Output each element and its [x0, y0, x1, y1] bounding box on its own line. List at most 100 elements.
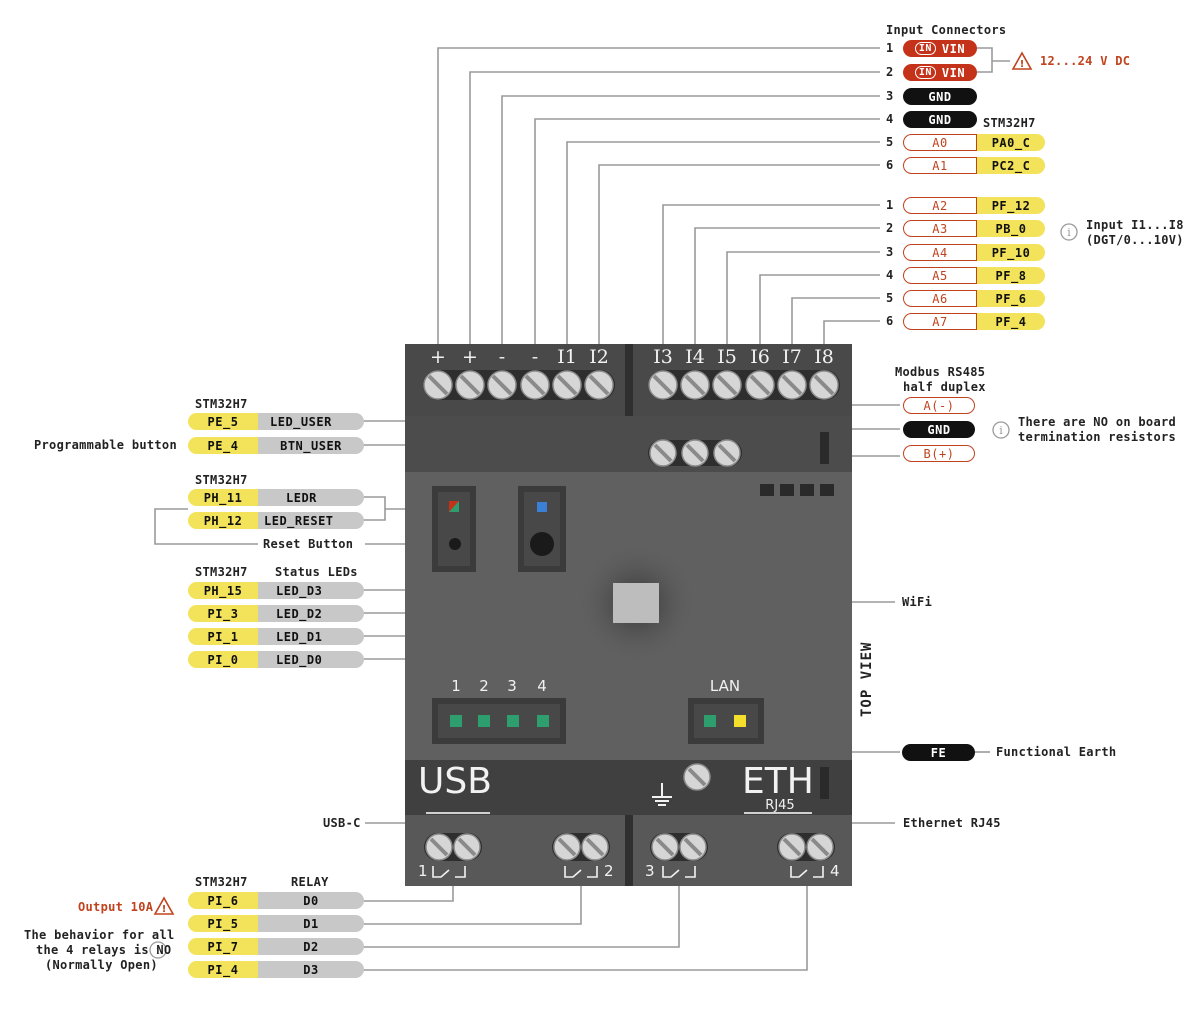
in-badge: IN: [914, 66, 936, 79]
status-led-2: [478, 715, 490, 727]
stm-pill: PF_8: [977, 267, 1045, 284]
modbus-a-pill: A(-): [903, 397, 975, 414]
stm32-header: STM32H7: [195, 565, 248, 579]
reset-button[interactable]: [449, 538, 461, 550]
relay-behavior-note: (Normally Open): [45, 958, 158, 972]
pin-number: 5: [886, 135, 894, 149]
pin-number: 1: [886, 41, 894, 55]
svg-text:2: 2: [479, 677, 489, 695]
modbus-strip: [405, 416, 852, 472]
status-led-pill: LED_D3: [258, 582, 364, 599]
status-leds-block: [432, 698, 566, 744]
output-note: Output 10A: [78, 900, 154, 914]
pin-number: 5: [886, 291, 894, 305]
relay-pill: D1: [258, 915, 364, 932]
top-view-label: TOP VIEW: [859, 642, 875, 717]
warning-icon: [153, 51, 1033, 915]
ledr-pill: LEDR: [258, 489, 364, 506]
input-note: (DGT/0...10V): [1086, 233, 1184, 247]
svg-text:!: !: [1020, 59, 1025, 70]
relay-behavior-note: the 4 relays is NO: [36, 943, 172, 957]
relay-pill: D3: [258, 961, 364, 978]
modbus-screws: [648, 438, 742, 468]
terminal-label: I4: [685, 346, 705, 368]
pin-number: 2: [886, 65, 894, 79]
stm32-header: STM32H7: [195, 473, 248, 487]
modbus-b-pill: B(+): [903, 445, 975, 462]
stm-pill: PH_15: [188, 582, 258, 599]
terminal-label: I8: [814, 346, 834, 368]
vin-pill-1: IN VIN: [903, 40, 977, 57]
svg-text:4: 4: [537, 677, 547, 695]
terminal-label: -: [532, 346, 538, 368]
stm-pill: PF_12: [977, 197, 1045, 214]
btn-user-pill: BTN_USER: [258, 437, 364, 454]
programmable-button-label: Programmable button: [34, 438, 177, 452]
stm-pill: PC2_C: [977, 157, 1045, 174]
stm-pill: PI_3: [188, 605, 258, 622]
terminal-label: -: [499, 346, 505, 368]
status-leds-title: Status LEDs: [275, 565, 358, 579]
modbus-note: termination resistors: [1018, 430, 1177, 444]
analog-pill: A1: [903, 157, 977, 174]
relay-behavior-note: The behavior for all: [24, 928, 175, 942]
relay-symbols: [432, 866, 824, 878]
svg-text:i: i: [999, 424, 1003, 437]
wifi-module: [613, 583, 659, 623]
stm32-header: STM32H7: [195, 875, 248, 889]
analog-pill: A5: [903, 267, 977, 284]
user-button-block: [518, 486, 566, 572]
info-icon-glyph: i i i: [156, 226, 1071, 957]
stm-pill: PE_4: [188, 437, 258, 454]
stm-pill: PI_5: [188, 915, 258, 932]
terminal-label: +: [430, 346, 446, 368]
svg-text:i: i: [156, 944, 160, 957]
pin-number: 6: [886, 314, 894, 328]
analog-pill: A7: [903, 313, 977, 330]
stm-pill: PF_4: [977, 313, 1045, 330]
relay-pill: D2: [258, 938, 364, 955]
svg-text:!: !: [162, 904, 167, 915]
warning-icon-glyph: !!: [162, 59, 1025, 915]
usb-c-label: USB-C: [323, 816, 361, 830]
pin-number: 3: [886, 245, 894, 259]
pin-label: VIN: [941, 41, 966, 56]
stm-pill: PH_12: [188, 512, 258, 529]
info-icon: [149, 223, 1078, 959]
modbus-gnd-pill: GND: [903, 421, 975, 438]
status-led-pill: LED_D2: [258, 605, 364, 622]
svg-text:i: i: [1067, 226, 1071, 239]
svg-text:3: 3: [507, 677, 517, 695]
voltage-note: 12...24 V DC: [1040, 54, 1131, 68]
analog-pill: A0: [903, 134, 977, 151]
stm-pill: PF_6: [977, 290, 1045, 307]
pill-text: LEDR: [286, 490, 317, 505]
user-button[interactable]: [530, 532, 554, 556]
svg-text:1: 1: [451, 677, 461, 695]
user-led: [537, 502, 547, 512]
pill-text: LED_RESET: [264, 513, 334, 528]
pill-text: LED_D1: [276, 629, 323, 644]
device-divider-top: [625, 344, 633, 416]
stm-pill: PE_5: [188, 413, 258, 430]
analog-pill: A6: [903, 290, 977, 307]
gnd-pill: GND: [903, 111, 977, 128]
input-note: Input I1...I8: [1086, 218, 1184, 232]
led-reset-pill: LED_RESET: [258, 512, 364, 529]
terminal-label: I3: [653, 346, 673, 368]
terminal-label: I2: [589, 346, 609, 368]
stm-pill: PI_7: [188, 938, 258, 955]
device-divider-bottom: [625, 815, 633, 886]
top-terminal-screws: [422, 369, 840, 401]
in-badge: IN: [914, 42, 936, 55]
pin-number: 1: [886, 198, 894, 212]
modbus-title: Modbus RS485: [895, 365, 986, 379]
svg-text:3: 3: [645, 862, 655, 880]
stm-pill: PI_1: [188, 628, 258, 645]
stm-pill: PB_0: [977, 220, 1045, 237]
pin-number: 4: [886, 112, 894, 126]
top-terminal-labels: + + - - I1 I2 I3 I4 I5 I6 I7 I8: [430, 346, 834, 368]
status-led-4: [537, 715, 549, 727]
analog-pill: A2: [903, 197, 977, 214]
